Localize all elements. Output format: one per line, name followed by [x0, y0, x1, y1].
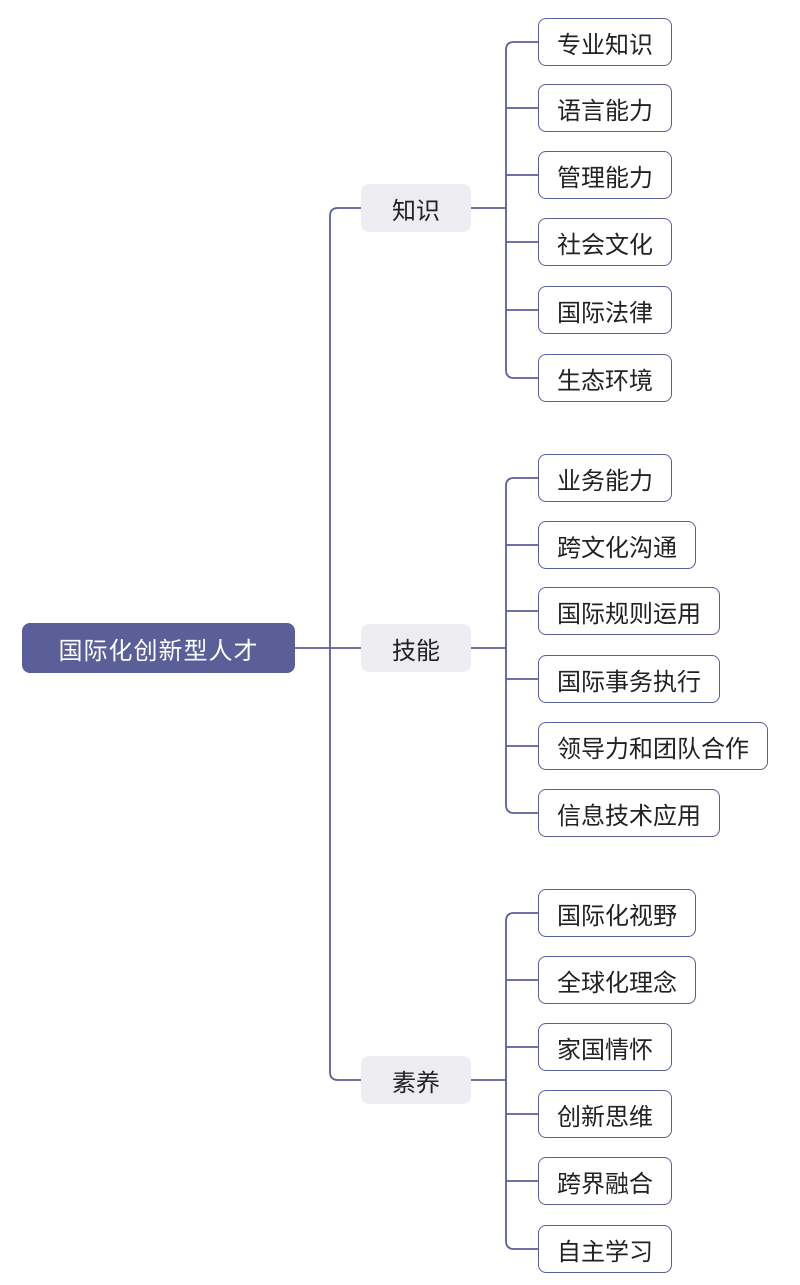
leaf-node[interactable]: 自主学习	[538, 1225, 672, 1273]
leaf-node[interactable]: 信息技术应用	[538, 789, 720, 837]
branch-bus-2	[505, 477, 538, 814]
branch-bus-3	[505, 912, 538, 1250]
leaf-node[interactable]: 国际规则运用	[538, 587, 720, 635]
leaf-node[interactable]: 国际法律	[538, 286, 672, 334]
branch-knowledge[interactable]: 知识	[361, 184, 471, 232]
branch-literacy[interactable]: 素养	[361, 1056, 471, 1104]
leaf-node[interactable]: 业务能力	[538, 454, 672, 502]
branch-bus-1	[505, 41, 538, 379]
leaf-node[interactable]: 创新思维	[538, 1090, 672, 1138]
root-node[interactable]: 国际化创新型人才	[22, 623, 295, 673]
leaf-node[interactable]: 领导力和团队合作	[538, 722, 768, 770]
branch-skills[interactable]: 技能	[361, 624, 471, 672]
leaf-node[interactable]: 管理能力	[538, 151, 672, 199]
leaf-node[interactable]: 家国情怀	[538, 1023, 672, 1071]
leaf-node[interactable]: 跨界融合	[538, 1157, 672, 1205]
leaf-node[interactable]: 社会文化	[538, 218, 672, 266]
leaf-node[interactable]: 语言能力	[538, 84, 672, 132]
trunk-connector	[329, 207, 361, 1081]
leaf-node[interactable]: 跨文化沟通	[538, 521, 696, 569]
leaf-node[interactable]: 国际化视野	[538, 889, 696, 937]
leaf-node[interactable]: 生态环境	[538, 354, 672, 402]
leaf-node[interactable]: 国际事务执行	[538, 655, 720, 703]
leaf-node[interactable]: 专业知识	[538, 18, 672, 66]
leaf-node[interactable]: 全球化理念	[538, 956, 696, 1004]
